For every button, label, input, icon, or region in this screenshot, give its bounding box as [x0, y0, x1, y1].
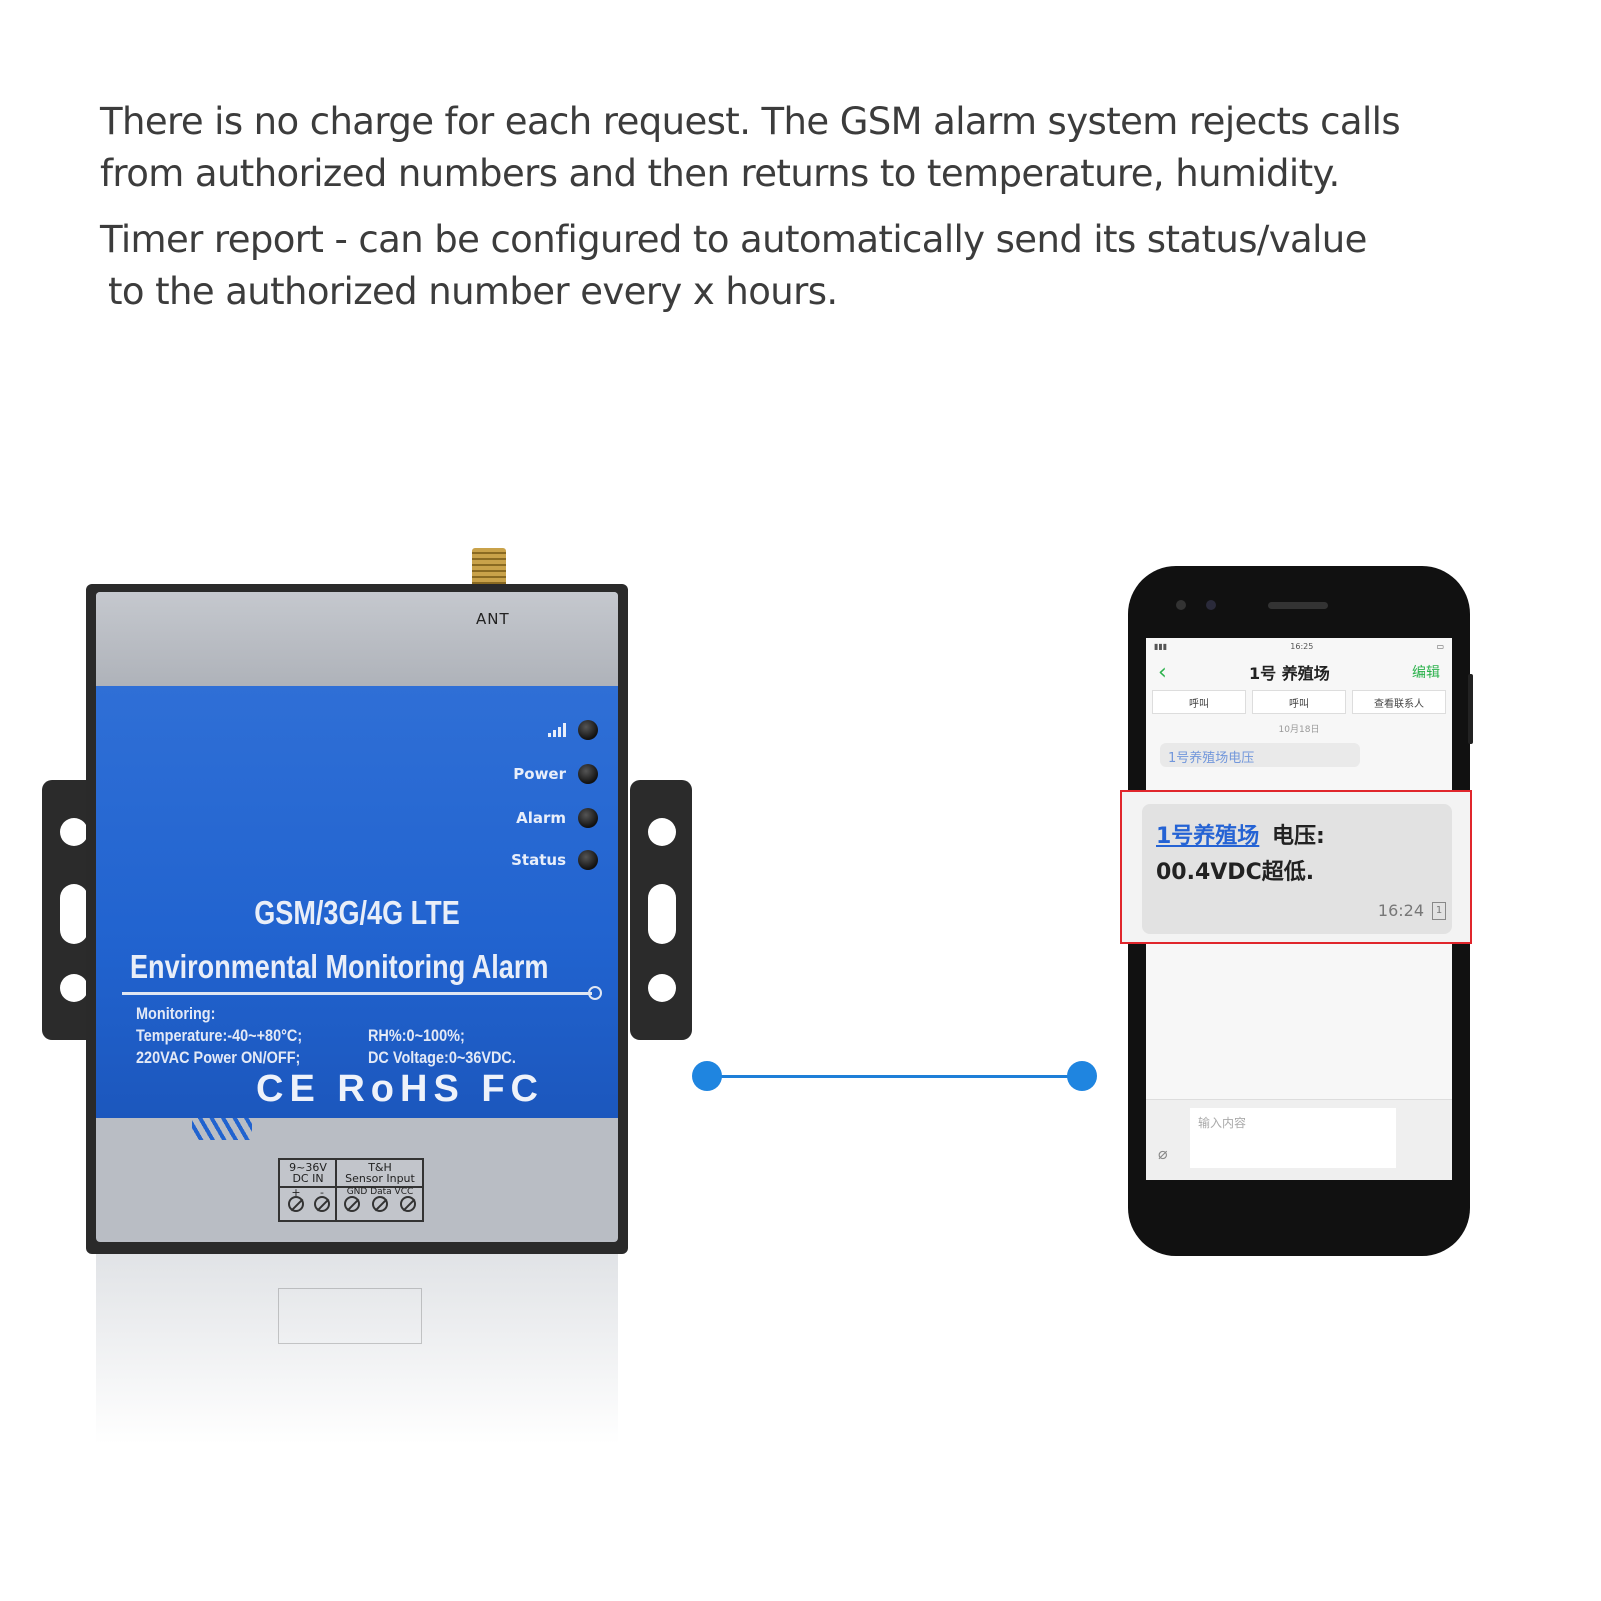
description-paragraph-1: There is no charge for each request. The… [100, 96, 1401, 200]
gsm-alarm-device: ANT Power Alarm Status GSM/3G/4G LTE [42, 548, 692, 1448]
certification-marks: CE RoHS FC [256, 1068, 544, 1110]
terminal-label: 9~36V [289, 1161, 327, 1174]
device-front-panel: ANT Power Alarm Status GSM/3G/4G LTE [96, 592, 618, 1242]
connection-dot-right [1067, 1061, 1097, 1091]
terminal-plus: + [291, 1186, 301, 1199]
led-label: Status [511, 851, 566, 869]
decorative-stripes [192, 1118, 252, 1140]
view-contact-button[interactable]: 查看联系人 [1352, 690, 1446, 714]
terminal-label: Sensor Input [345, 1172, 415, 1185]
message-input[interactable]: 输入内容 [1190, 1108, 1396, 1168]
mount-hole [648, 974, 676, 1002]
sms-text: 电压: [1272, 824, 1325, 849]
terminal-pins: GND Data VCC [346, 1187, 414, 1197]
top-panel [96, 592, 618, 688]
divider-dot [588, 986, 602, 1000]
sms-sender-link[interactable]: 1号养殖场 [1156, 824, 1260, 849]
description-line: Timer report - can be configured to auto… [100, 218, 1367, 261]
mount-slot [648, 884, 676, 944]
status-time: 16:25 [1290, 641, 1314, 651]
spec-humidity: RH%:0~100%; [368, 1026, 465, 1045]
screw-icon [288, 1196, 304, 1212]
spec-monitoring: Monitoring: [136, 1004, 216, 1023]
blue-label-panel: Power Alarm Status [96, 686, 618, 1118]
led-alarm: Alarm [516, 808, 598, 828]
device-reflection [96, 1254, 618, 1444]
led-status: Status [511, 850, 598, 870]
chat-title: 1号 养殖场 [1249, 664, 1330, 683]
device-title: GSM/3G/4G LTE [254, 894, 460, 931]
message-date: 10月18日 [1278, 725, 1320, 735]
sms-text: 00.4VDC超低. [1156, 860, 1315, 885]
device-subtitle: Environmental Monitoring Alarm [130, 948, 549, 985]
terminal-block: 9~36V DC IN T&H Sensor Input + - GND Dat… [278, 1158, 424, 1222]
mount-hole [648, 818, 676, 846]
sms-time: 16:24 [1377, 901, 1424, 920]
sensor-icon [1206, 600, 1216, 610]
back-chevron-icon[interactable]: ‹ [1158, 659, 1167, 685]
screw-icon [372, 1196, 388, 1212]
divider-line [122, 992, 592, 995]
sms-bubble: 1号养殖场 电压: 00.4VDC超低. 16:24 1 [1142, 804, 1452, 934]
led-indicator [578, 850, 598, 870]
chat-actions: 呼叫 呼叫 查看联系人 [1146, 690, 1452, 714]
terminal-minus: - [320, 1186, 324, 1199]
speaker-grille [1268, 602, 1328, 609]
description-paragraph-2: Timer report - can be configured to auto… [100, 214, 1367, 318]
spec-temperature: Temperature:-40~+80°C; [136, 1026, 303, 1045]
mounting-ear-right [630, 780, 692, 1040]
chat-header: ‹ 1号 养殖场 编辑 [1146, 654, 1452, 690]
screw-icon [314, 1196, 330, 1212]
attachment-icon[interactable]: ⌀ [1158, 1144, 1168, 1163]
signal-icon [548, 723, 566, 737]
led-indicator [578, 808, 598, 828]
terminal-label: DC IN [292, 1172, 324, 1185]
spec-power: 220VAC Power ON/OFF; [136, 1048, 301, 1067]
side-button [1468, 674, 1473, 744]
previous-message: 1号养殖场电压 [1160, 743, 1360, 767]
sim-icon: 1 [1432, 902, 1446, 920]
highlighted-sms-callout: 1号养殖场 电压: 00.4VDC超低. 16:24 1 [1120, 790, 1472, 944]
terminal-reflection [278, 1288, 422, 1344]
connection-line [708, 1075, 1082, 1078]
message-input-area: ⌀ 输入内容 [1146, 1099, 1452, 1180]
led-signal [548, 720, 598, 740]
led-label: Alarm [516, 809, 566, 827]
description-line: from authorized numbers and then returns… [100, 152, 1340, 195]
call-button[interactable]: 呼叫 [1252, 690, 1346, 714]
description-line: There is no charge for each request. The… [100, 100, 1401, 143]
battery-icon: ▭ [1436, 641, 1444, 651]
signal-icon: ▮▮▮ [1154, 641, 1168, 651]
connection-dot-left [692, 1061, 722, 1091]
status-bar: ▮▮▮ 16:25 ▭ [1146, 638, 1452, 654]
led-indicator [578, 764, 598, 784]
edit-button[interactable]: 编辑 [1412, 665, 1440, 681]
call-button[interactable]: 呼叫 [1152, 690, 1246, 714]
led-indicator [578, 720, 598, 740]
mount-hole [60, 818, 88, 846]
camera-icon [1176, 600, 1186, 610]
mount-hole [60, 974, 88, 1002]
led-label: Power [513, 765, 566, 783]
screw-icon [400, 1196, 416, 1212]
spec-voltage: DC Voltage:0~36VDC. [368, 1048, 516, 1067]
mount-slot [60, 884, 88, 944]
antenna-label: ANT [476, 610, 510, 628]
led-power: Power [513, 764, 598, 784]
description-line: to the authorized number every x hours. [108, 270, 838, 313]
terminal-label: T&H [368, 1161, 392, 1174]
screw-icon [344, 1196, 360, 1212]
